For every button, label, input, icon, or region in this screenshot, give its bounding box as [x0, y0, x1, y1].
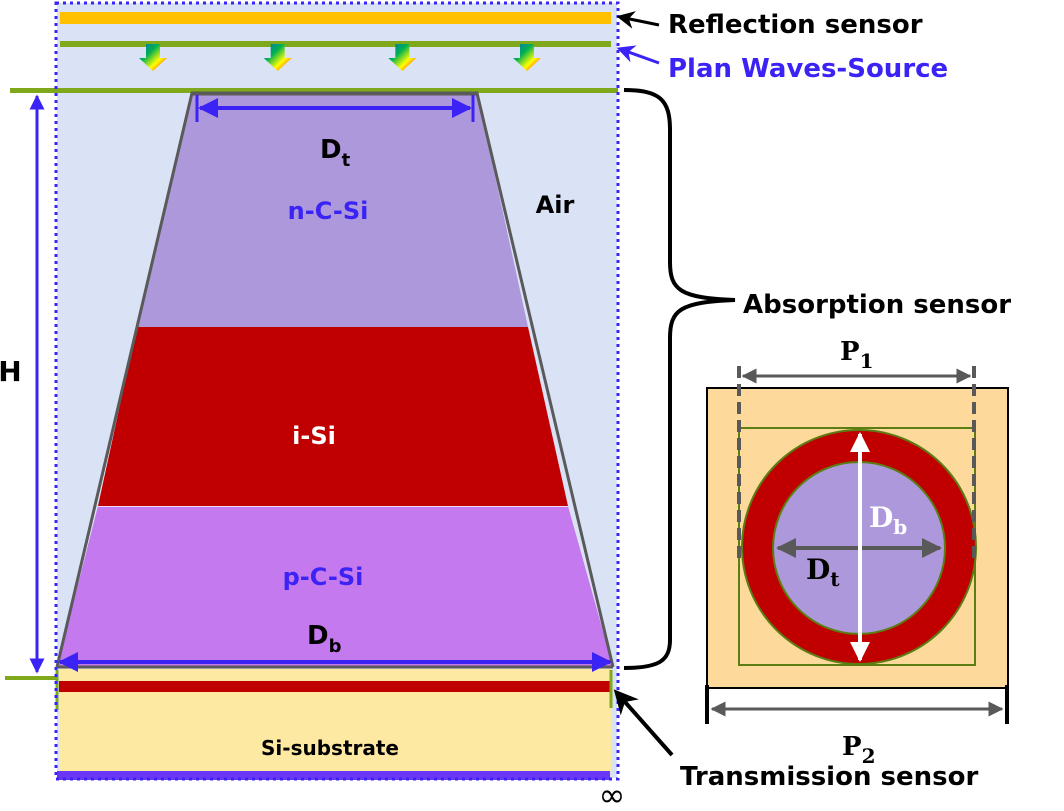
unit-cell-top-view: P1 P2 Db Dt: [705, 337, 1009, 768]
source-arrow-icon: [139, 44, 167, 71]
source-arrow-icon: [263, 44, 292, 71]
bottom-diameter-label: Db: [307, 621, 342, 657]
bottom-boundary-bar: [57, 771, 610, 780]
absorption-top-line: [10, 88, 618, 93]
air-label: Air: [536, 191, 575, 219]
transmission-sensor-label: Transmission sensor: [680, 762, 978, 792]
p2-label: P2: [842, 732, 875, 768]
substrate-label: Si-substrate: [261, 736, 399, 760]
height-label: H: [0, 355, 22, 388]
n-layer-label: n-C-Si: [288, 197, 369, 225]
i-si-layer: [98, 327, 568, 506]
reflection-sensor-label: Reflection sensor: [668, 10, 923, 40]
p1-label: P1: [840, 337, 873, 373]
reflection-sensor-bar: [60, 12, 611, 24]
absorption-sensor-label: Absorption sensor: [743, 290, 1011, 320]
periodic-boundary: [54, 1, 620, 781]
source-arrows: [139, 44, 541, 71]
source-label: Plan Waves-Source: [668, 54, 948, 84]
transmission-leader-arrow: [613, 689, 674, 757]
p-c-si-layer: [57, 506, 613, 667]
infinity-label: ∞: [599, 776, 626, 811]
source-arrow-icon: [388, 44, 417, 71]
p-layer-label: p-C-Si: [283, 563, 364, 591]
source-line: [60, 41, 611, 47]
top-diameter-label: Dt: [320, 135, 351, 171]
absorption-brace: [623, 88, 736, 670]
n-c-si-layer: [137, 93, 528, 327]
source-arrow-icon: [513, 44, 541, 71]
cell-dt-label: Dt: [806, 553, 840, 591]
source-leader-arrow: [616, 45, 660, 65]
cell-db-label: Db: [869, 501, 907, 539]
transmission-sensor-bar: [59, 681, 611, 692]
i-layer-label: i-Si: [292, 422, 336, 450]
reflection-leader-arrow: [616, 11, 660, 29]
